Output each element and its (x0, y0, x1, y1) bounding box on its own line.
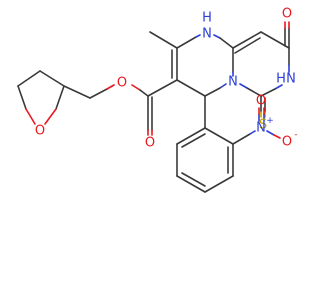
bond (260, 88, 276, 97)
left-ring (149, 31, 234, 97)
bond (176, 127, 206, 145)
carbonyl-oxygen-label: O (145, 136, 155, 151)
nitro-nitrogen-charge: + (266, 116, 274, 126)
nitrophenyl-group (176, 95, 281, 193)
bond (219, 83, 227, 89)
nitro-oxygen-top-label: O (256, 94, 266, 109)
nitro-oxygen-right-label: O (282, 135, 292, 150)
bond (213, 34, 221, 39)
bond (149, 31, 178, 49)
bridgehead-nitrogen-label: N (228, 75, 238, 90)
bond (44, 108, 57, 125)
bond (39, 70, 65, 87)
nitro-oxygen-charge: - (294, 130, 297, 140)
molecule-structure: O O O H N N O H N S N + O O - (17, 7, 298, 193)
bond (17, 85, 27, 110)
bond (204, 127, 234, 145)
bond (147, 79, 178, 97)
nh-right-hydrogen-label: H (276, 72, 286, 87)
molecule-canvas: O O O H N N O H N S N + O O - (17, 7, 298, 193)
thf-ring (17, 70, 65, 125)
bond (219, 37, 234, 49)
bond (17, 70, 41, 87)
bond (106, 84, 115, 90)
bond (239, 83, 248, 89)
bond (63, 85, 91, 99)
nh-top-hydrogen-label: H (202, 11, 212, 26)
ester-group (63, 79, 178, 136)
bond (176, 79, 206, 97)
bond (195, 34, 201, 38)
nh-top-nitrogen-label: N (202, 27, 212, 42)
thione-sulfur-label: S (259, 118, 267, 133)
bond (234, 37, 261, 54)
atom-labels: O O O H N N O H N S N + O O - (35, 7, 298, 151)
bond (181, 172, 206, 187)
nitro-nitrogen-label: N (256, 121, 266, 136)
bond (249, 130, 256, 135)
bond (266, 130, 275, 136)
bond (139, 89, 149, 97)
nh-right-nitrogen-label: N (286, 72, 296, 87)
bond (131, 84, 141, 91)
ester-oxygen-label: O (117, 76, 127, 91)
bond (273, 134, 281, 139)
bond (25, 108, 36, 125)
bond (204, 87, 221, 97)
bond (204, 175, 234, 193)
bond (232, 31, 262, 49)
bond (55, 85, 65, 110)
right-ring (232, 21, 290, 118)
bond (181, 133, 206, 148)
bond (246, 87, 262, 97)
bond (176, 36, 197, 49)
ketone-oxygen-label: O (282, 7, 292, 22)
thf-oxygen-label: O (35, 124, 45, 139)
bond (274, 84, 283, 90)
bond (89, 88, 108, 99)
bond (232, 133, 251, 145)
bond (176, 175, 206, 193)
